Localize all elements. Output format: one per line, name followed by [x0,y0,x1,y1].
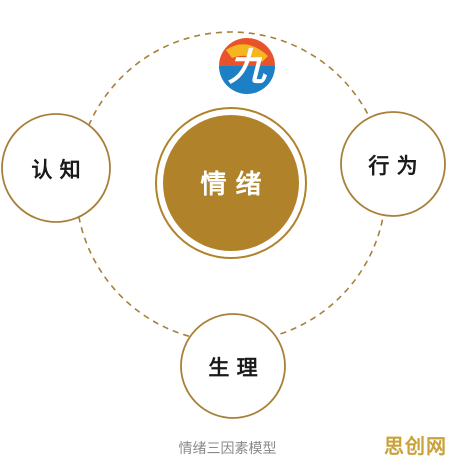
node-behavior-circle [340,111,446,217]
node-behavior-label: 行 为 [367,154,417,178]
node-cognition-circle [1,113,111,223]
center-label: 情 绪 [200,169,261,200]
brand-logo-icon: 九 [215,34,279,98]
node-physiology-circle [180,313,286,419]
center-circle [163,115,299,251]
diagram-caption: 情绪三因素模型 [178,441,277,457]
node-cognition-label: 认 知 [31,158,80,182]
node-physiology-label: 生 理 [208,356,257,380]
svg-text:九: 九 [228,44,268,89]
watermark: 思创网 [384,434,447,458]
